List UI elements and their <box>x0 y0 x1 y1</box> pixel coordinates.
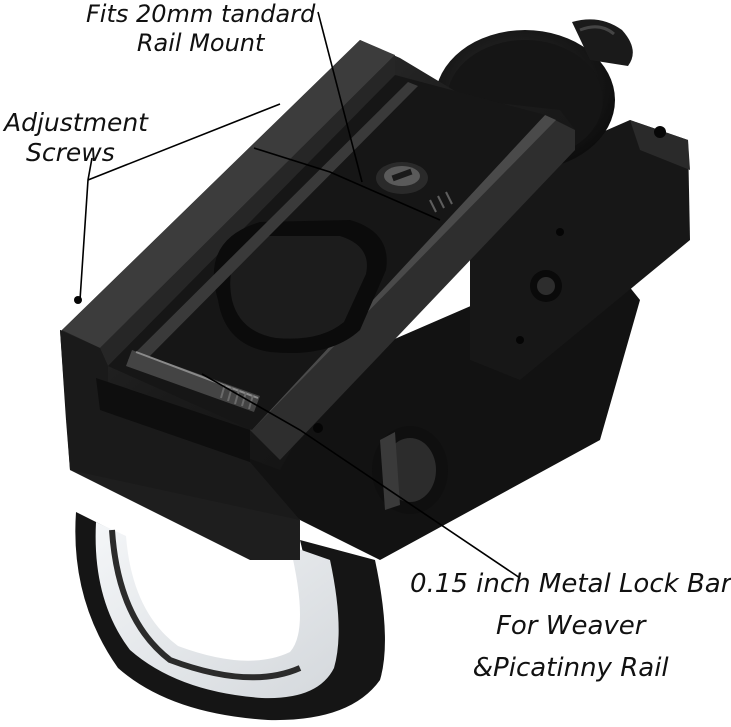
screws-leader-line-2 <box>87 103 281 181</box>
rail-mount-line1: Fits 20mm tandard <box>86 0 316 28</box>
lens-glass <box>95 522 339 699</box>
rail-mount <box>60 40 575 520</box>
leader-lines <box>79 11 521 579</box>
lock-bar-line2: For Weaver <box>495 611 646 642</box>
rail-leader-line-2 <box>253 147 441 221</box>
adjustment-screws-line1: Adjustment <box>4 108 148 137</box>
rail-mount-line2: Rail Mount <box>136 28 265 57</box>
adjustment-screws-annotation: Adjustment Screws <box>4 108 148 168</box>
lock-bar-annotation: 0.15 inch Metal Lock Bar For Weaver &Pic… <box>410 563 731 689</box>
adjustment-screws-line2: Screws <box>26 138 115 167</box>
lockbar-leader-line <box>201 373 521 579</box>
rail-mount-annotation: Fits 20mm tandard Rail Mount <box>86 0 315 58</box>
lock-bar-line3: &Picatinny Rail <box>472 653 669 684</box>
lock-bar <box>126 350 260 412</box>
rail-leader-line <box>317 11 363 183</box>
lock-bar-line1: 0.15 inch Metal Lock Bar <box>410 569 731 599</box>
lens-hood <box>75 512 385 721</box>
adjustment-screw <box>376 162 453 213</box>
